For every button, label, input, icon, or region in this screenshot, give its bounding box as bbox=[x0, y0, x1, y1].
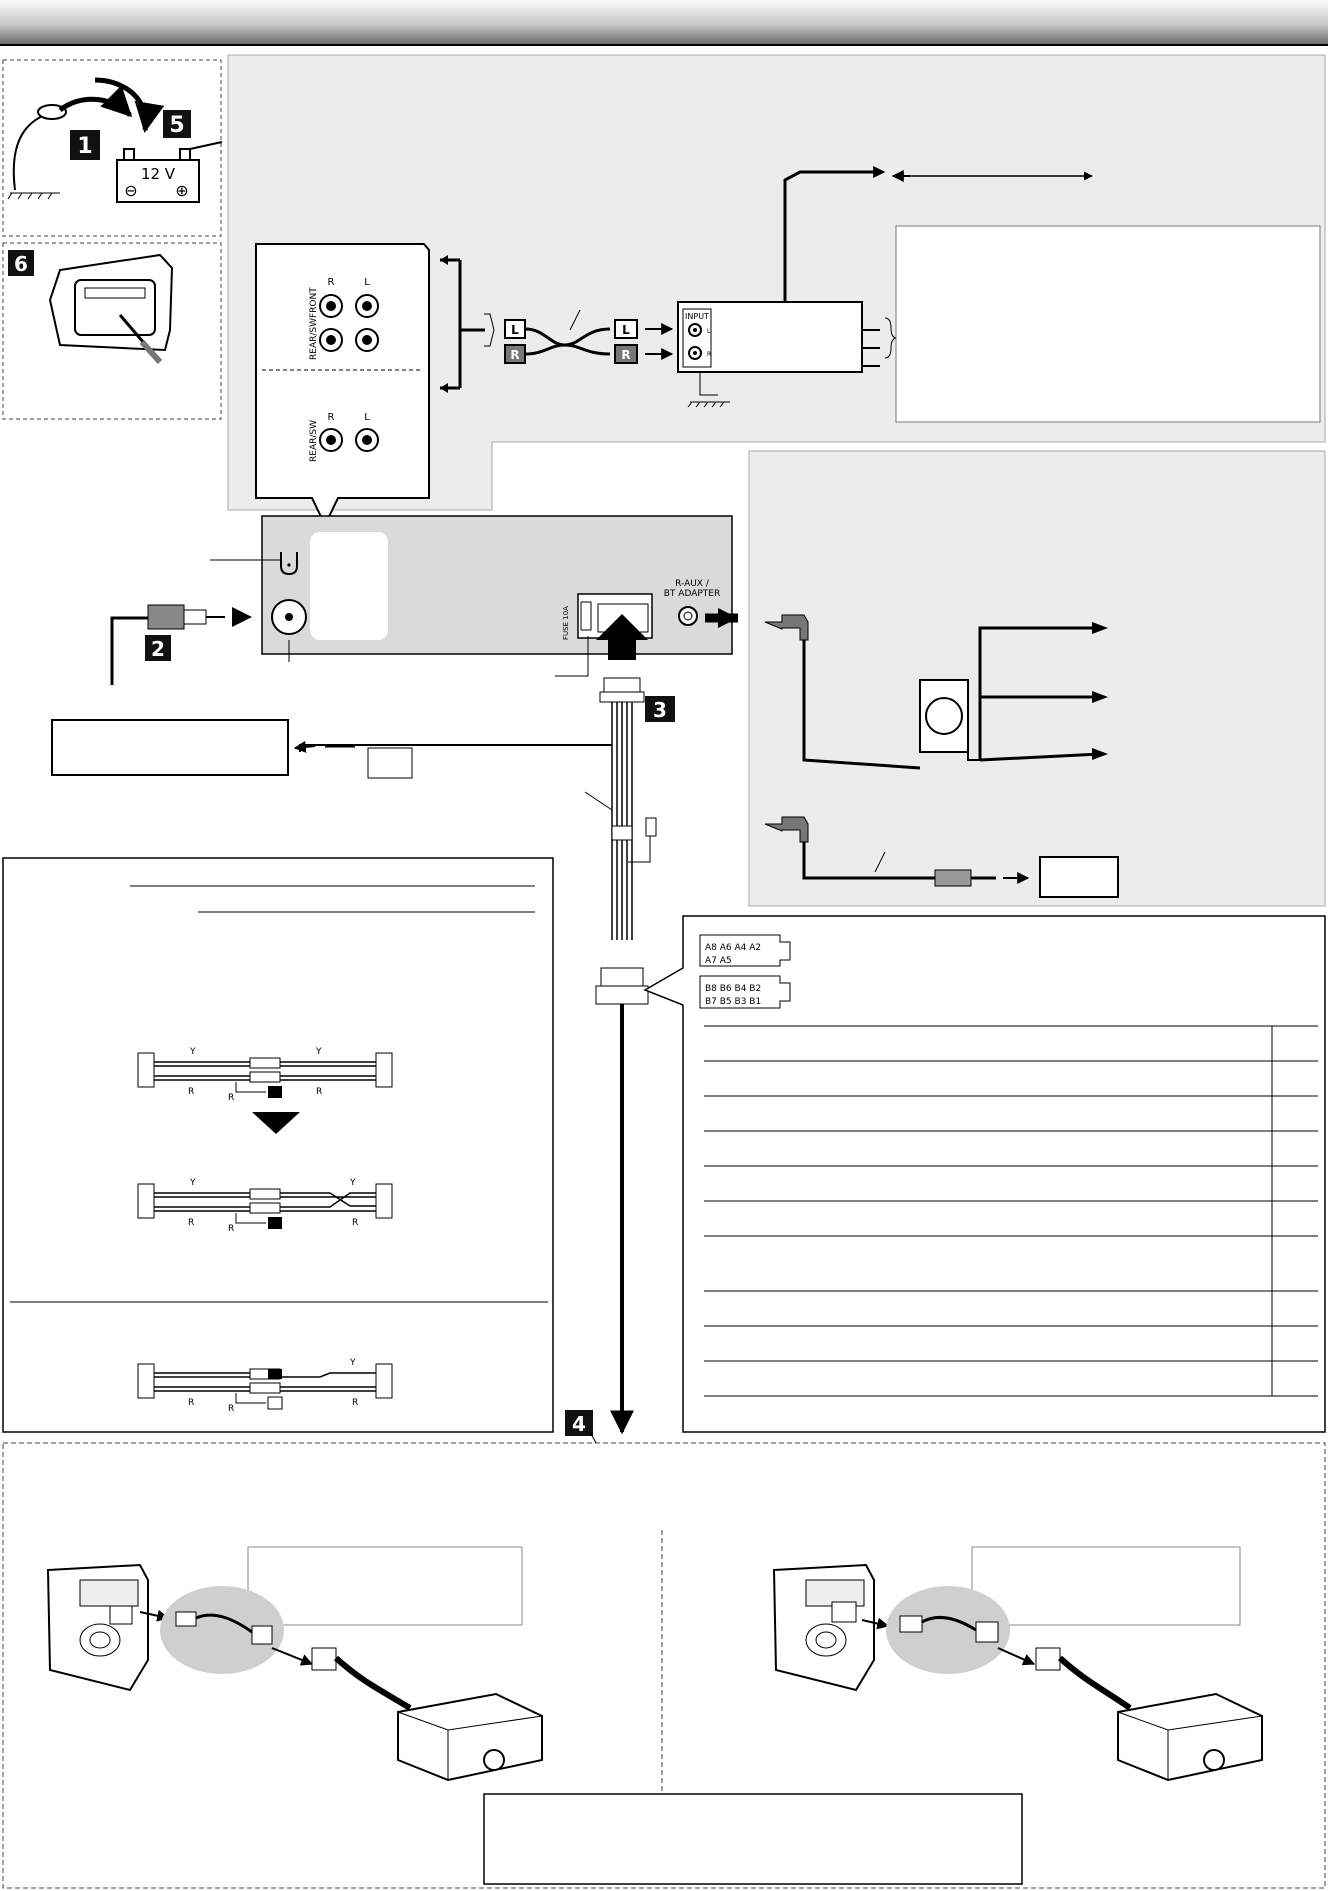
rca-cable: L R L R bbox=[460, 309, 674, 364]
battery-minus: ⊖ bbox=[124, 181, 137, 200]
car-dash-left bbox=[46, 1563, 543, 1782]
iso-pin-row-b-top: B8 B6 B4 B2 bbox=[705, 984, 761, 994]
step-1-badge: 1 bbox=[77, 134, 92, 159]
head-unit: FUSE 10A R-AUX / BT ADAPTER bbox=[261, 515, 733, 655]
rca-l2-label: L bbox=[622, 323, 630, 337]
wire-r: R bbox=[228, 1404, 234, 1414]
harness-notes-panel bbox=[2, 857, 554, 1433]
wire-r: R bbox=[316, 1087, 322, 1097]
wire-y: Y bbox=[349, 1178, 356, 1188]
rca-r-label: R bbox=[510, 348, 519, 362]
wire-r: R bbox=[228, 1224, 234, 1234]
battery-panel: 1 5 12 V ⊖ ⊕ bbox=[2, 59, 223, 237]
jack-label-l: L bbox=[364, 277, 370, 288]
jack-label-front: FRONT bbox=[309, 287, 319, 318]
antenna-plug: 2 bbox=[110, 604, 252, 685]
step-3-badge: 3 bbox=[653, 698, 667, 722]
harness-diagram-3: Y R R R bbox=[137, 1358, 393, 1414]
iso-pin-row-a-bottom: A7 A5 bbox=[705, 956, 732, 966]
reset-panel: 6 bbox=[2, 242, 222, 420]
wire-y: Y bbox=[349, 1358, 356, 1368]
battery-voltage: 12 V bbox=[141, 165, 176, 183]
amplifier: INPUT L R bbox=[677, 166, 1093, 408]
amp-r-label: R bbox=[707, 351, 711, 358]
wire-r: R bbox=[352, 1398, 358, 1408]
jack-label-r2: R bbox=[328, 412, 335, 423]
jack-label-rear-sw: REAR/SW bbox=[309, 318, 319, 360]
iso-pin-panel: A8 A6 A4 A2 A7 A5 B8 B6 B4 B2 B7 B5 B3 B… bbox=[643, 915, 1326, 1433]
jack-label-r: R bbox=[328, 277, 335, 288]
amp-input-label: INPUT bbox=[685, 312, 709, 321]
rca-r2-label: R bbox=[621, 348, 630, 362]
amp-l-label: L bbox=[707, 328, 711, 335]
amp-note-box bbox=[895, 225, 1321, 423]
step-2-badge: 2 bbox=[151, 637, 165, 661]
jack-label-l2: L bbox=[364, 412, 370, 423]
rca-jack-set bbox=[319, 294, 379, 452]
jack-callout bbox=[255, 243, 430, 528]
wire-y: Y bbox=[315, 1047, 322, 1057]
vehicle-install-section bbox=[2, 1431, 1326, 1889]
step-5-badge: 5 bbox=[169, 113, 184, 138]
wire-r: R bbox=[352, 1218, 358, 1228]
wire-y: Y bbox=[189, 1047, 196, 1057]
fuse-label: FUSE 10A bbox=[562, 606, 570, 640]
wire-r: R bbox=[228, 1093, 234, 1103]
harness-diagram-2: Y Y R R R bbox=[137, 1178, 393, 1234]
harness-diagram-1: Y Y R R R bbox=[137, 1047, 393, 1103]
aux-panel bbox=[705, 450, 1326, 907]
wire-r: R bbox=[188, 1218, 194, 1228]
battery-plus: ⊕ bbox=[175, 181, 188, 200]
iso-pin-row-b-bottom: B7 B5 B3 B1 bbox=[705, 997, 761, 1007]
step-4-badge: 4 bbox=[572, 1412, 586, 1436]
raux-label: R-AUX / bbox=[675, 579, 710, 589]
remote-output-box bbox=[51, 719, 289, 776]
bt-adapter-label: BT ADAPTER bbox=[664, 589, 720, 599]
car-dash-right bbox=[772, 1563, 1263, 1782]
wire-r: R bbox=[188, 1087, 194, 1097]
wire-y: Y bbox=[189, 1178, 196, 1188]
jack-label-rear-sw2: REAR/SW bbox=[309, 420, 319, 462]
step-6-badge: 6 bbox=[14, 252, 28, 276]
header-bar bbox=[0, 0, 1328, 44]
wire-r: R bbox=[188, 1398, 194, 1408]
iso-pin-row-a-top: A8 A6 A4 A2 bbox=[705, 943, 761, 953]
wiring-harness: 3 4 bbox=[293, 614, 675, 1436]
rca-l-label: L bbox=[511, 323, 519, 337]
